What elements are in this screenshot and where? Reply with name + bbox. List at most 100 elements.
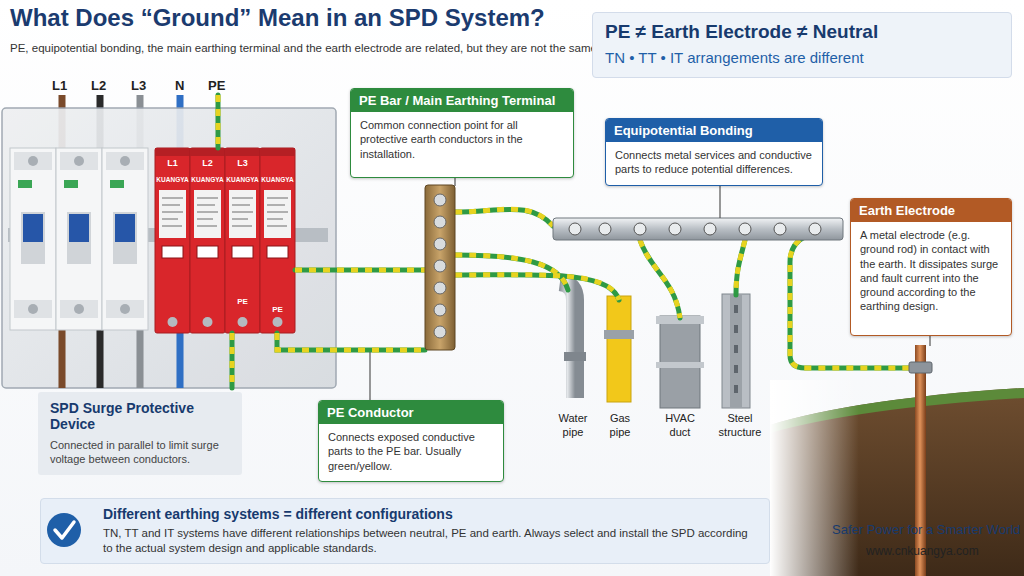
- screw: [74, 304, 84, 314]
- screw: [599, 223, 611, 235]
- terminal: [14, 300, 52, 318]
- breaker: [10, 148, 56, 330]
- terminal: [14, 152, 52, 170]
- box-body: Connected in parallel to limit surge vol…: [50, 438, 230, 467]
- screw: [273, 317, 283, 327]
- pe-wire-stripe: [640, 240, 680, 318]
- breaker: [102, 148, 148, 330]
- screw: [434, 282, 446, 294]
- conductor-label: L1: [52, 78, 67, 93]
- brand-label: KUANGYA: [155, 176, 190, 183]
- box-heading: Earth Electrode: [851, 199, 1011, 222]
- gas-pipe: [607, 296, 631, 402]
- pe-wire-stripe: [216, 95, 221, 148]
- box-heading: PE Bar / Main Earthing Terminal: [351, 89, 573, 112]
- screw: [434, 326, 446, 338]
- module-body: [225, 148, 260, 333]
- screw: [434, 238, 446, 250]
- diagram-subtitle: PE, equipotential bonding, the main eart…: [10, 42, 628, 54]
- pe-bar: [425, 185, 455, 350]
- module-top: [260, 148, 295, 156]
- spec-lines: [232, 198, 253, 226]
- box-heading: PE ≠ Earth Electrode ≠ Neutral: [605, 21, 999, 43]
- screw: [434, 304, 446, 316]
- pe-wire: [295, 268, 425, 273]
- box-body: TN, TT and IT systems have different rel…: [103, 526, 757, 556]
- box-body: A metal electrode (e.g. ground rod) in c…: [851, 222, 1011, 320]
- bonding-bar-screws: [569, 223, 821, 235]
- screw: [669, 223, 681, 235]
- conductor-label: N: [175, 78, 184, 93]
- spec-lines: [267, 198, 288, 226]
- water-pipe: [560, 282, 575, 398]
- steel-structure: [722, 294, 750, 408]
- module-window: [159, 190, 186, 238]
- box-body: Common connection point for all protecti…: [351, 112, 573, 167]
- note-box: Different earthing systems = different c…: [40, 498, 770, 564]
- pe-wire: [230, 333, 235, 388]
- toggle: [69, 214, 89, 242]
- box-body: Connects metal services and conductive p…: [606, 142, 822, 183]
- screw: [120, 156, 130, 166]
- screw: [120, 304, 130, 314]
- box-heading: SPD Surge Protective Device: [50, 400, 230, 432]
- spec-lines: [162, 198, 183, 226]
- n-wire: [177, 333, 184, 388]
- screw: [774, 223, 786, 235]
- screw: [434, 216, 446, 228]
- spd-module: [155, 148, 190, 333]
- pe-wire-stripe: [277, 333, 425, 350]
- pe-wire-stripe: [295, 268, 425, 273]
- screw: [434, 194, 446, 206]
- brand-label: KUANGYA: [190, 176, 225, 183]
- screw: [238, 317, 248, 327]
- rod-clamp: [909, 362, 932, 373]
- screw: [74, 156, 84, 166]
- module-top: [155, 148, 190, 156]
- indicator: [18, 180, 32, 188]
- pipe-clamp: [604, 330, 634, 339]
- module-body: [155, 148, 190, 333]
- toggle-slot: [113, 212, 137, 264]
- status-window: [232, 246, 253, 258]
- spd-module: [260, 148, 295, 333]
- terminal-label: L1: [155, 158, 190, 168]
- box-heading: Equipotential Bonding: [606, 119, 822, 142]
- pe-wire: [455, 275, 619, 300]
- toggle-slot: [21, 212, 45, 264]
- callout-box: SPD Surge Protective DeviceConnected in …: [38, 392, 242, 475]
- soil-fade: [770, 380, 1024, 576]
- enclosure: [2, 108, 336, 388]
- callout-box: PE Bar / Main Earthing TerminalCommon co…: [350, 88, 574, 178]
- spd-module: [225, 148, 260, 333]
- breaker-body: [56, 148, 102, 330]
- screw: [28, 304, 38, 314]
- diagram-title: What Does “Ground” Mean in an SPD System…: [10, 4, 545, 32]
- module-body: [260, 148, 295, 333]
- bonding-bar: [553, 218, 843, 240]
- pe-wire-stripe: [230, 333, 235, 388]
- pe-wire-stripe: [736, 240, 745, 295]
- module-body: [190, 148, 225, 333]
- screw: [28, 156, 38, 166]
- item-label: Gas pipe: [598, 412, 642, 440]
- conductor-label: L3: [131, 78, 146, 93]
- breaker-body: [10, 148, 56, 330]
- l1-wire: [59, 330, 66, 388]
- screw: [569, 223, 581, 235]
- pe-bar-screws: [434, 194, 446, 338]
- channel-web: [730, 294, 742, 408]
- breaker: [56, 148, 102, 330]
- indicator: [64, 180, 78, 188]
- pe-wire-stripe: [455, 209, 553, 226]
- box-body: Connects exposed conductive parts to the…: [319, 424, 503, 479]
- brand-label: KUANGYA: [260, 176, 295, 183]
- terminal-label: PE: [225, 297, 260, 306]
- module-window: [264, 190, 291, 238]
- slogan: Safer Power for a Smarter World: [832, 522, 1020, 537]
- status-window: [267, 246, 288, 258]
- module-top: [225, 148, 260, 156]
- item-label: HVAC duct: [658, 412, 702, 440]
- pipe-clamp: [564, 352, 586, 361]
